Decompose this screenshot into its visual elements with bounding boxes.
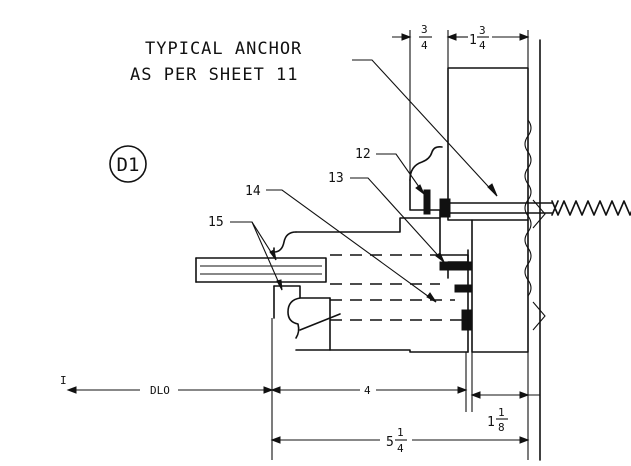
dim-514-arrow-left [270, 436, 281, 444]
glazing-bead-block [461, 309, 473, 331]
receptor-curve-top [409, 146, 443, 181]
dim-4-arrow-left [270, 386, 281, 394]
callout-15-leader-a [230, 221, 277, 261]
dim-118-whole: 1 [487, 415, 495, 430]
anchor-note-line2: AS PER SHEET 11 [130, 65, 299, 85]
anchor-threads [551, 200, 631, 216]
sash-top [295, 217, 441, 233]
dim-134-arrow-right [519, 33, 530, 41]
part-14-block [454, 284, 473, 293]
detail-tag-label: D1 [117, 154, 140, 176]
sash-brace [299, 313, 341, 331]
wall-lower [471, 219, 529, 353]
sash-mid-curve [287, 297, 301, 339]
dim-134-num: 3 [479, 24, 486, 37]
callout-15-arrow-b [276, 279, 283, 291]
break-line-lower [532, 301, 546, 331]
dim-dlo-label: DLO [150, 384, 170, 397]
dim-514-arrow-right [519, 436, 530, 444]
part-12-clip [423, 189, 431, 215]
callout-14-leader [266, 189, 437, 303]
dim-dlo-arrow-right [263, 386, 274, 394]
break-line-upper [532, 199, 546, 229]
dim-514-whole: 5 [386, 435, 394, 450]
dim-4-arrow-right [457, 386, 468, 394]
dim-118-num: 1 [498, 406, 505, 419]
detail-tag-circle [109, 145, 147, 183]
callout-13: 13 [328, 171, 344, 186]
callout-14-arrow [426, 292, 437, 303]
dim-left-mark: I [60, 374, 67, 387]
callout-12-arrow [415, 184, 426, 196]
callout-15-leader-b [251, 221, 283, 291]
dim-34-num: 3 [421, 23, 428, 36]
glass-pane [195, 257, 327, 283]
callout-13-arrow [435, 252, 446, 264]
anchor-leader [352, 59, 498, 197]
dim-34-arrow-left [401, 33, 412, 41]
dim-514-den: 4 [397, 442, 404, 455]
callout-12-leader [376, 153, 425, 195]
sash-bottom [295, 349, 469, 353]
dim-134-whole: 1 [469, 33, 477, 48]
sealant-bead [524, 119, 532, 297]
dim-134-den: 4 [479, 39, 486, 52]
dim-118-den: 8 [498, 421, 505, 434]
sash-mid [273, 285, 331, 299]
callout-15: 15 [208, 215, 224, 230]
dim-118-arrow-right [519, 391, 530, 399]
callout-13-leader [350, 177, 445, 263]
callout-14: 14 [245, 184, 261, 199]
dim-34-arrow-right [446, 33, 457, 41]
dim-4-label: 4 [364, 384, 371, 397]
sash-top-curve [273, 231, 297, 253]
dim-118-arrow-left [470, 391, 481, 399]
part-13-plate [439, 261, 473, 271]
dim-dlo-arrow-left [66, 386, 77, 394]
dim-34-den: 4 [421, 39, 428, 52]
dim-514-num: 1 [397, 426, 404, 439]
anchor-head [439, 198, 451, 218]
anchor-leader-arrow [487, 183, 498, 197]
callout-12: 12 [355, 147, 371, 162]
anchor-note-line1: TYPICAL ANCHOR [145, 39, 302, 59]
callout-15-arrow-a [269, 249, 277, 261]
wall-upper [447, 67, 529, 221]
